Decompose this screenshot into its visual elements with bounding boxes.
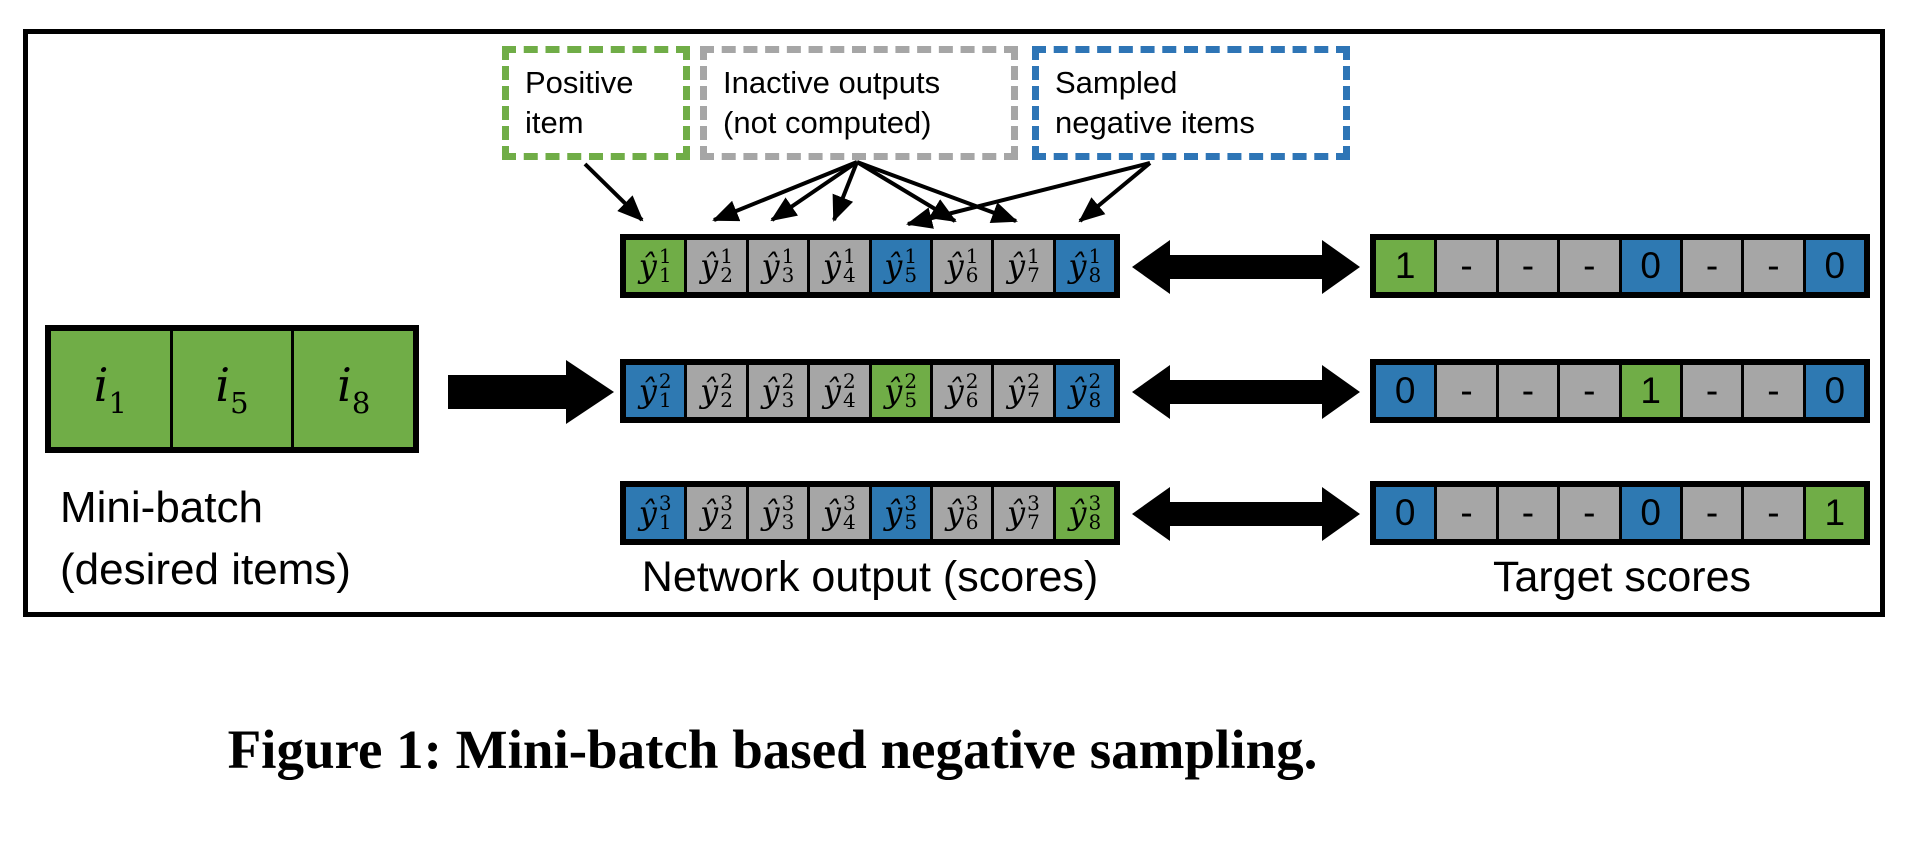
arrow-positive-to-cell1 <box>583 162 644 222</box>
target-scores-row-3: 0---0--1 <box>1370 481 1870 545</box>
legend-negative-line2: negative items <box>1055 105 1255 140</box>
target-score-cell: - <box>1495 484 1561 542</box>
legend-inactive-line1: Inactive outputs <box>723 65 941 100</box>
item-var: i <box>93 358 109 412</box>
item-index: 8 <box>351 386 371 420</box>
target-score-cell: 1 <box>1802 484 1867 542</box>
network-output-label: Network output (scores) <box>641 553 1099 601</box>
arrow-inactive-to-cell3 <box>770 160 859 222</box>
target-score-cell: - <box>1741 362 1806 420</box>
minibatch-label-line2: (desired items) <box>60 545 351 594</box>
target-score-cell: - <box>1557 237 1622 295</box>
arrow-sampled-to-cell8 <box>1078 161 1152 223</box>
network-target-arrow-row2 <box>1132 365 1360 419</box>
target-scores-row-2: 0---1--0 <box>1370 359 1870 423</box>
minibatch-label: Mini-batch (desired items) <box>60 477 351 601</box>
target-score-cell: - <box>1557 362 1622 420</box>
figure-caption: Figure 1: Mini-batch based negative samp… <box>227 719 1318 780</box>
legend-inactive-line2: (not computed) <box>723 105 932 140</box>
target-score-cell: 0 <box>1618 484 1683 542</box>
minibatch-cell: i8 <box>291 328 417 450</box>
arrow-inactive-to-cell6 <box>855 160 957 223</box>
network-target-arrow-row3 <box>1132 487 1360 541</box>
legend-positive-line1: Positive <box>525 65 634 100</box>
legend-positive-item: Positive item <box>502 46 690 160</box>
target-score-cell: 0 <box>1802 237 1867 295</box>
target-score-cell: 0 <box>1802 362 1867 420</box>
target-score-cell: - <box>1679 237 1745 295</box>
arrow-inactive-to-cell7 <box>856 160 1018 223</box>
minibatch-label-line1: Mini-batch <box>60 483 263 532</box>
item-var: i <box>337 358 352 412</box>
batch-to-network-arrow <box>448 360 614 424</box>
item-index: 5 <box>230 386 249 420</box>
target-score-cell: - <box>1434 237 1499 295</box>
legend-inactive-outputs: Inactive outputs (not computed) <box>700 46 1018 160</box>
target-score-cell: - <box>1557 484 1622 542</box>
target-scores-row-1: 1---0--0 <box>1370 234 1870 298</box>
network-target-arrow-row1 <box>1132 240 1360 294</box>
target-score-cell: - <box>1495 362 1561 420</box>
legend-sampled-negative-items: Sampled negative items <box>1032 46 1350 160</box>
target-score-cell: 0 <box>1373 362 1438 420</box>
legend-negative-line1: Sampled <box>1055 65 1178 100</box>
target-score-cell: - <box>1741 237 1806 295</box>
item-index: 1 <box>108 386 127 420</box>
target-score-cell: 0 <box>1373 484 1438 542</box>
item-var: i <box>215 358 231 412</box>
arrow-inactive-to-cell2 <box>712 160 858 222</box>
legend-positive-line2: item <box>525 105 584 140</box>
target-score-cell: - <box>1434 484 1499 542</box>
target-score-cell: 0 <box>1618 237 1683 295</box>
minibatch-row: i1 i5 i8 <box>45 325 419 453</box>
arrow-sampled-to-cell5 <box>906 161 1151 229</box>
arrow-inactive-to-cell4 <box>832 161 859 222</box>
target-scores-label: Target scores <box>1492 553 1752 601</box>
target-score-cell: - <box>1434 362 1499 420</box>
